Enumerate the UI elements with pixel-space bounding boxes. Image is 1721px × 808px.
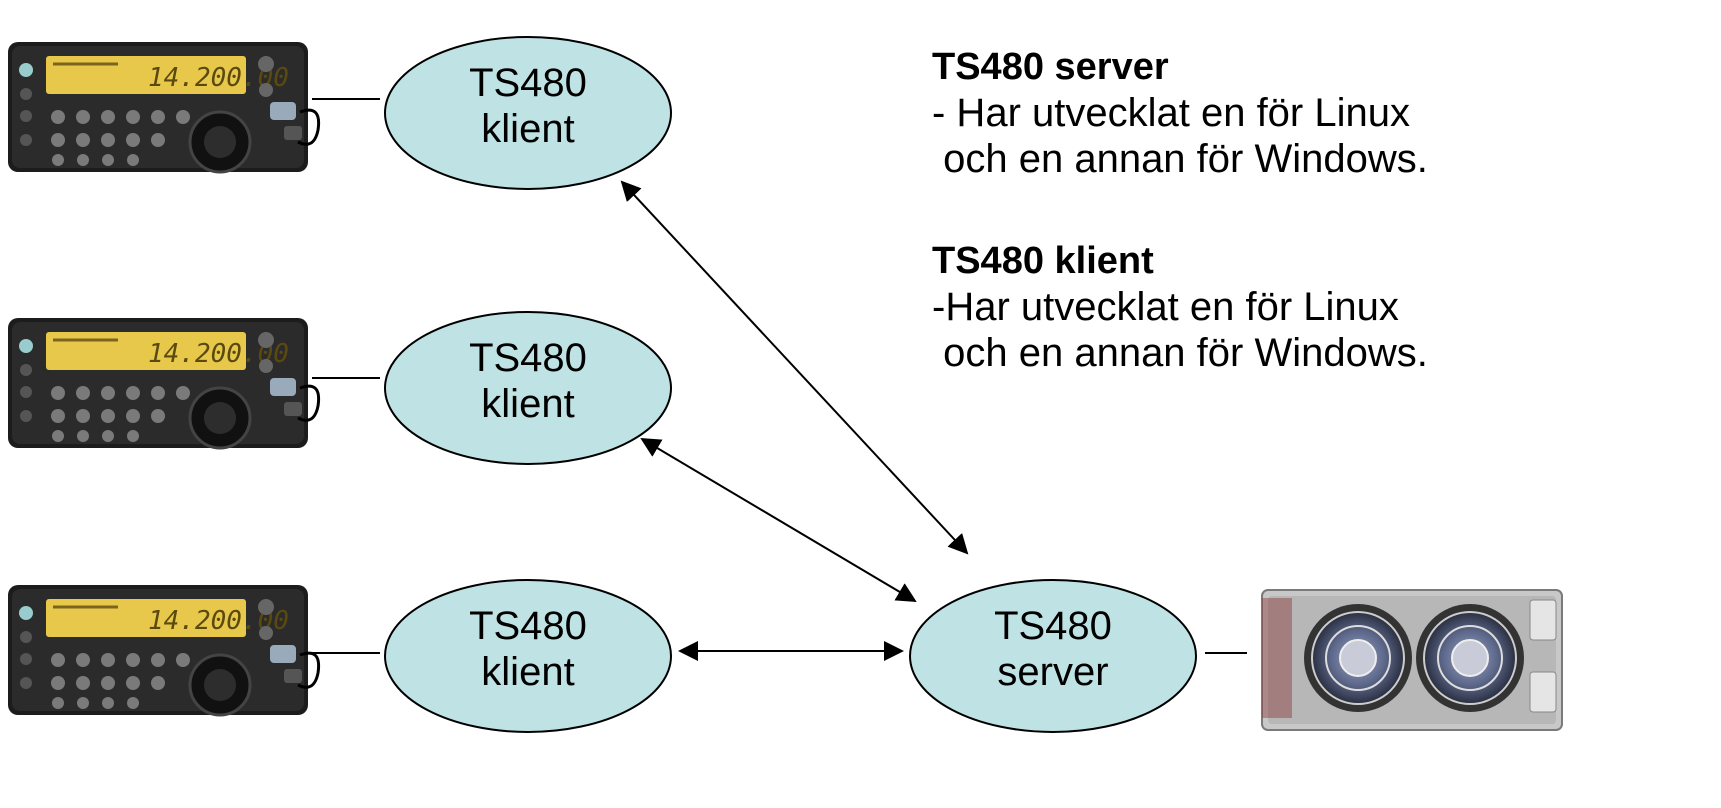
server-hardware-icon [1261,589,1563,731]
client-node-top-line2: klient [481,107,574,151]
client-node-mid-line1: TS480 [469,336,587,380]
server-notes-line1: - Har utvecklat en för Linux [932,91,1410,135]
link-mid-client-server [640,437,917,603]
link-top-client-server [620,180,969,555]
radio-transceiver-icon-top [6,40,321,174]
description-notes: TS480 server - Har utvecklat en för Linu… [932,44,1692,376]
server-node-line2: server [997,650,1108,694]
client-node-bottom-line2: klient [481,650,574,694]
radio-transceiver-icon-mid [6,316,321,450]
client-node-mid: TS480 klient [384,311,672,465]
client-node-bottom-line1: TS480 [469,604,587,648]
client-notes-line1: -Har utvecklat en för Linux [932,285,1399,329]
radio-transceiver-icon-bottom [6,583,321,717]
server-notes-line2: och en annan för Windows. [932,137,1428,181]
client-node-top-line1: TS480 [469,61,587,105]
client-notes-line2: och en annan för Windows. [932,331,1428,375]
client-notes-heading: TS480 klient [932,240,1154,282]
server-node: TS480 server [909,579,1197,733]
client-node-bottom: TS480 klient [384,579,672,733]
server-node-line1: TS480 [994,604,1112,648]
client-node-mid-line2: klient [481,382,574,426]
client-node-top: TS480 klient [384,36,672,190]
server-notes-heading: TS480 server [932,46,1169,88]
